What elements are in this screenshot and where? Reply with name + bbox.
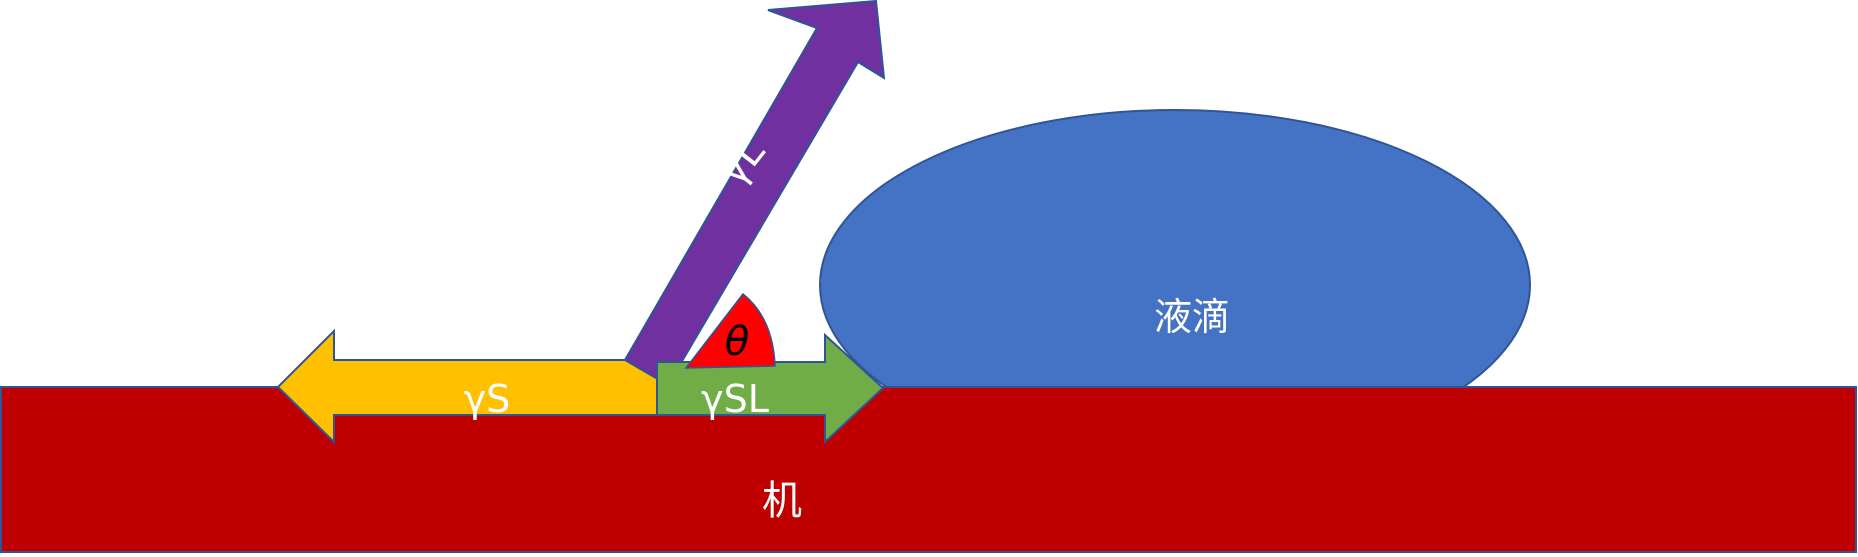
droplet-label: 液滴 xyxy=(1154,295,1230,339)
substrate-shape xyxy=(0,386,1857,553)
contact-angle-sector xyxy=(684,292,776,369)
gamma-sl-label: γSL xyxy=(701,377,769,421)
substrate-label: 机 xyxy=(762,478,802,524)
gamma-sl-arrow xyxy=(656,332,885,445)
gamma-l-arrow xyxy=(623,0,886,387)
gamma-s-label: γS xyxy=(464,377,511,421)
theta-label: θ xyxy=(725,319,749,365)
